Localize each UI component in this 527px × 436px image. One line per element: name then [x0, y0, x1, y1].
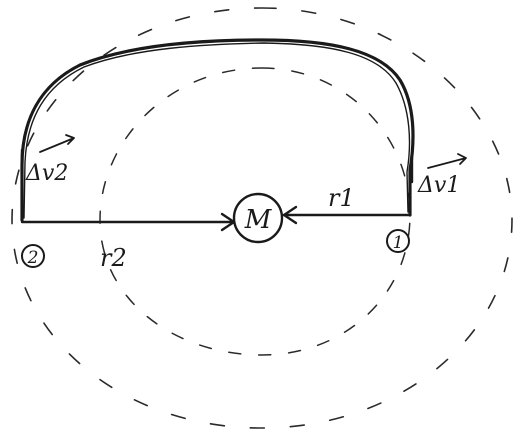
- point-1-marker: 1: [386, 229, 410, 253]
- delta-v2-annotation: Δv2: [25, 134, 75, 186]
- delta-v1-annotation: Δv1: [417, 153, 467, 198]
- inner-orbit-dashed: [99, 67, 411, 356]
- radius-2-label: r2: [100, 244, 127, 272]
- transfer-arc: [20, 38, 415, 222]
- outer-orbit-dashed: [11, 7, 513, 429]
- delta-v2-label: Δv2: [25, 161, 68, 186]
- point-1-label: 1: [393, 233, 404, 253]
- delta-v1-label: Δv1: [417, 173, 460, 198]
- point-2-marker: 2: [21, 244, 45, 268]
- central-body: M: [232, 192, 284, 244]
- radius-1-label: r1: [328, 184, 355, 212]
- central-body-label: M: [244, 205, 273, 235]
- radius-r2-line: [20, 212, 236, 232]
- point-2-label: 2: [27, 248, 39, 268]
- radius-r1-line: [282, 205, 412, 225]
